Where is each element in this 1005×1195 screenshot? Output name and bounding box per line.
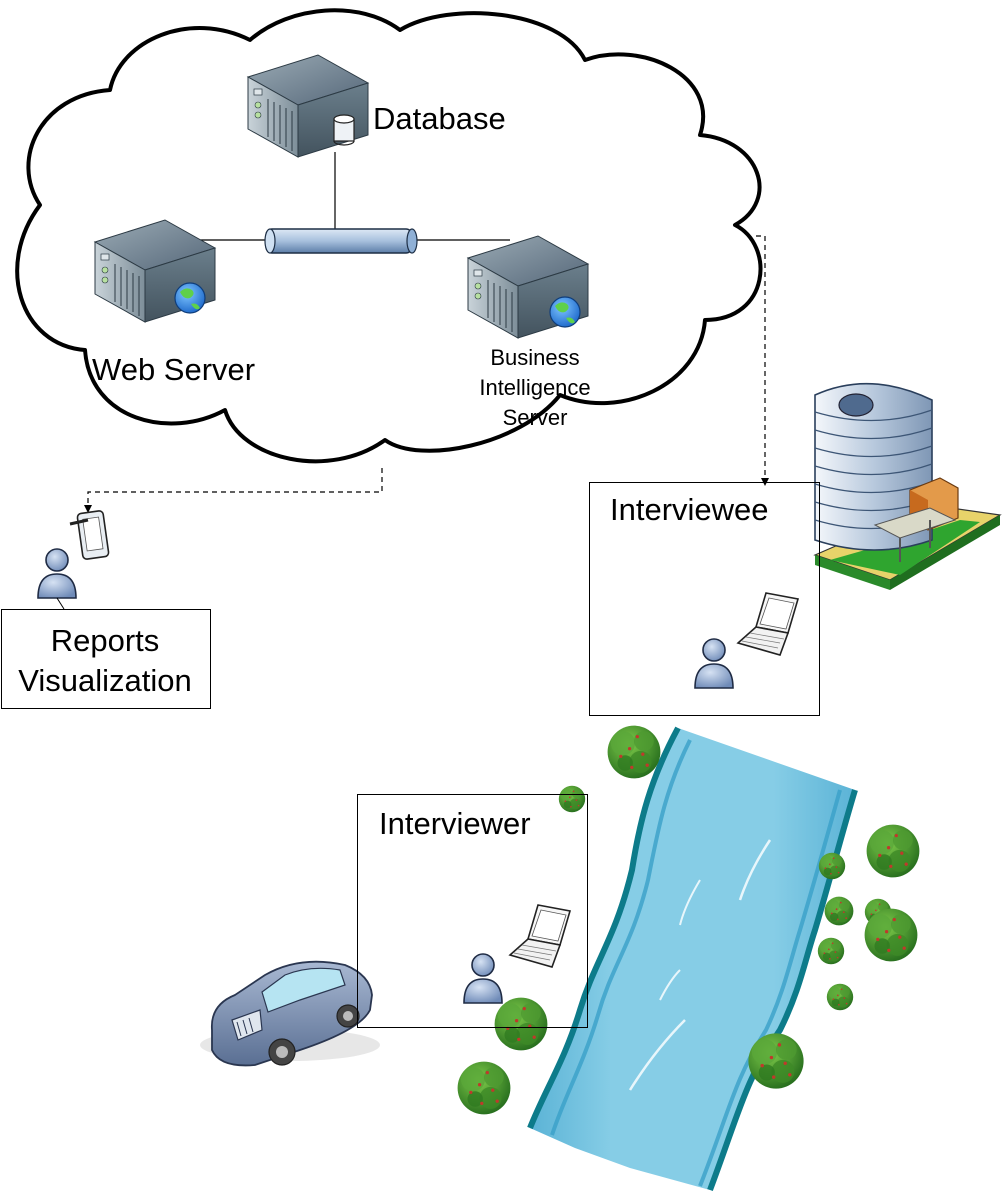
cloud-to-interviewee-connector — [756, 235, 766, 480]
globe-icon — [174, 282, 206, 314]
reports-visualization-box — [1, 609, 211, 709]
tree-icon — [818, 852, 846, 880]
interviewee-box — [589, 482, 820, 716]
bi-server-label-line: Business — [490, 345, 580, 370]
user-icon — [37, 548, 77, 599]
web-server-icon — [94, 219, 216, 323]
interviewer-label: Interviewer — [379, 806, 531, 841]
database-label: Database — [373, 101, 506, 136]
car-icon — [200, 960, 380, 1067]
tree-icon — [607, 725, 661, 779]
interviewee-label: Interviewee — [610, 492, 769, 527]
tree-icon — [824, 896, 854, 926]
reports-visualization-label: Reports Visualization — [1, 621, 209, 701]
bi-server-icon — [467, 235, 589, 339]
globe-icon — [549, 296, 581, 328]
tree-icon — [748, 1033, 804, 1089]
cloud-to-tablet-connector — [87, 468, 383, 506]
tree-icon — [817, 937, 845, 965]
office-building-icon — [813, 382, 1002, 590]
bi-server-label-line: Intelligence — [479, 375, 591, 400]
tree-icon — [457, 1061, 511, 1115]
network-bus-icon — [264, 228, 418, 254]
reports-label-line: Reports — [50, 623, 160, 658]
database-server-icon — [247, 54, 369, 158]
web-server-label: Web Server — [92, 352, 256, 387]
bi-server-label: Business Intelligence Server — [470, 343, 600, 433]
reports-label-line: Visualization — [18, 663, 192, 698]
tree-icon — [866, 824, 920, 878]
bi-server-label-line: Server — [502, 405, 568, 430]
tablet-icon — [69, 510, 110, 560]
tree-icon — [864, 908, 918, 962]
tree-icon — [826, 983, 854, 1011]
interviewer-box — [357, 794, 588, 1028]
